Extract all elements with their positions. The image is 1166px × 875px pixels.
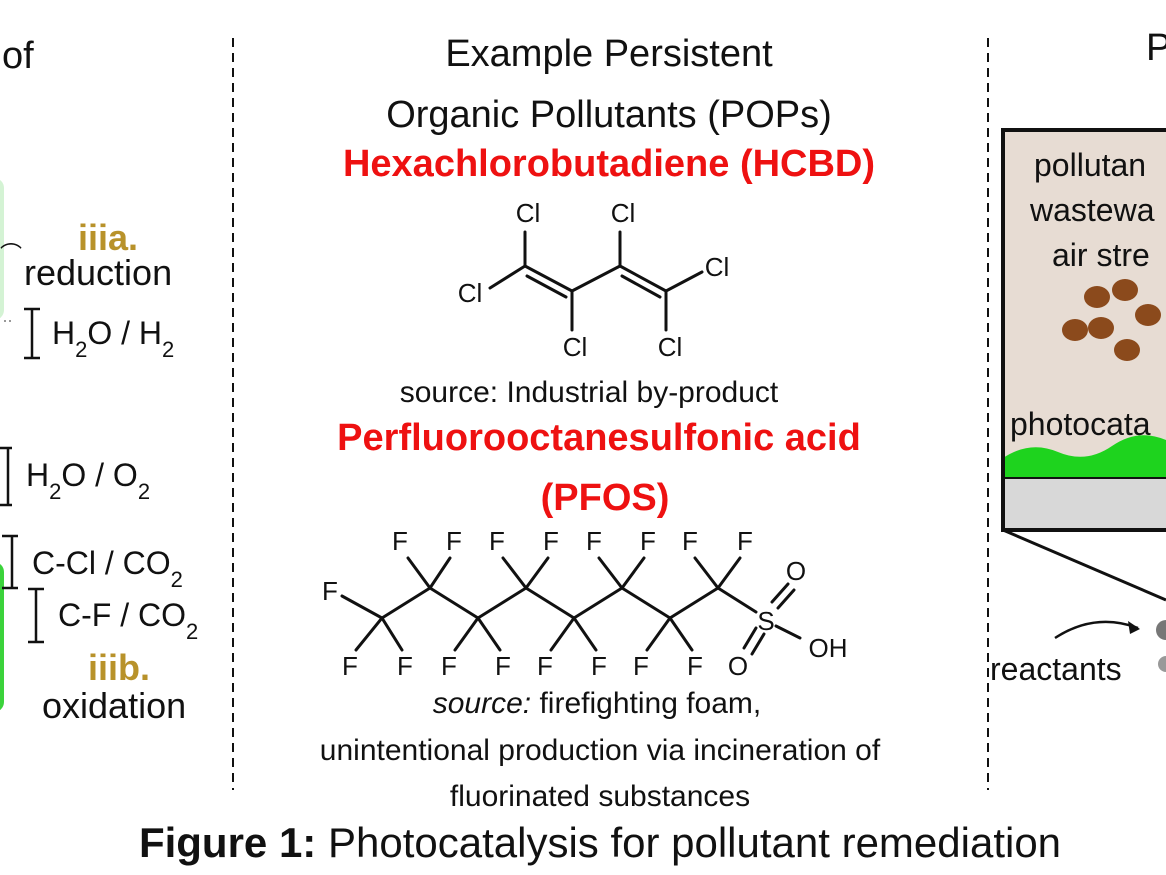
hcbd-cl-4: Cl [705, 252, 730, 282]
bracket-h2o-h2 [4, 307, 40, 360]
pfos-f-11: F [441, 651, 457, 681]
compound2-name-line2: (PFOS) [541, 477, 670, 519]
catalyst-sphere-2-icon [1158, 656, 1166, 672]
bracket-cf-co2 [28, 587, 44, 644]
hcbd-cl-6: Cl [658, 332, 683, 362]
pfos-f-5: F [586, 526, 602, 556]
pfos-s: S [757, 606, 774, 636]
pfos-f-6: F [640, 526, 656, 556]
compound2-source-line2: unintentional production via incineratio… [320, 734, 881, 767]
hcbd-cl-1: Cl [516, 198, 541, 228]
hcbd-cl-3: Cl [458, 278, 483, 308]
pfos-o-1: O [786, 556, 806, 586]
bracket-h2o-o2 [0, 446, 12, 507]
pfos-f-2: F [446, 526, 462, 556]
pfos-f-10: F [397, 651, 413, 681]
bracket-ccl-co2 [2, 534, 18, 590]
pfos-oh: OH [809, 633, 848, 663]
pair-ccl-co2: C-Cl / CO2 [32, 545, 183, 592]
pfos-f-8: F [737, 526, 753, 556]
pfos-f-14: F [591, 651, 607, 681]
figure-caption: Figure 1: Photocatalysis for pollutant r… [139, 819, 1061, 866]
pair-h2o-h2: H2O / H2 [52, 315, 174, 362]
pfos-structure [340, 556, 802, 656]
pollutant-particles [1062, 279, 1161, 361]
oxidation-number: iiib. [88, 647, 150, 688]
pfos-f-9: F [342, 651, 358, 681]
pfos-f-3: F [489, 526, 505, 556]
pfos-f-13: F [537, 651, 553, 681]
compound1-source: source: Industrial by-product [400, 376, 779, 409]
arrow-head-icon [1128, 621, 1140, 634]
photocatalyst-label: photocata [1010, 406, 1151, 442]
hcbd-structure [488, 230, 704, 332]
hcbd-cl-5: Cl [563, 332, 588, 362]
pfos-f-0: F [322, 576, 338, 606]
pair-cf-co2: C-F / CO2 [58, 597, 198, 644]
pfos-o-2: O [728, 651, 748, 681]
reactor-text-line2: wastewa [1029, 192, 1155, 228]
reactants-arrow-icon [1054, 620, 1139, 640]
reduction-number: iiia. [78, 217, 138, 258]
reactor-text-line1: pollutan [1034, 147, 1146, 183]
pfos-f-12: F [495, 651, 511, 681]
curved-arrow-head-icon: ⌒ [0, 242, 22, 267]
compound1-name: Hexachlorobutadiene (HCBD) [343, 143, 875, 185]
compound2-source-line3: fluorinated substances [450, 780, 750, 813]
oxidation-highlight [0, 564, 4, 710]
reactor-text-line3: air stre [1052, 237, 1150, 273]
center-title-line1: Example Persistent [445, 33, 773, 75]
pfos-f-16: F [687, 651, 703, 681]
compound2-name-line1: Perfluorooctanesulfonic acid [337, 417, 861, 459]
reactants-label: reactants [990, 651, 1122, 687]
pfos-f-1: F [392, 526, 408, 556]
reduction-highlight [0, 180, 4, 318]
left-title-fragment: of [2, 35, 34, 77]
center-title-line2: Organic Pollutants (POPs) [386, 94, 832, 136]
pfos-f-15: F [633, 651, 649, 681]
right-title-fragment: P [1146, 27, 1166, 69]
compound2-source-line1: source: firefighting foam, [433, 687, 762, 720]
pfos-f-4: F [543, 526, 559, 556]
pfos-f-7: F [682, 526, 698, 556]
catalyst-sphere-icon [1156, 620, 1166, 640]
zoom-lines [1002, 528, 1166, 602]
pair-h2o-o2: H2O / O2 [26, 457, 150, 504]
oxidation-label: oxidation [42, 685, 186, 726]
reduction-label: reduction [24, 252, 172, 293]
hcbd-cl-2: Cl [611, 198, 636, 228]
